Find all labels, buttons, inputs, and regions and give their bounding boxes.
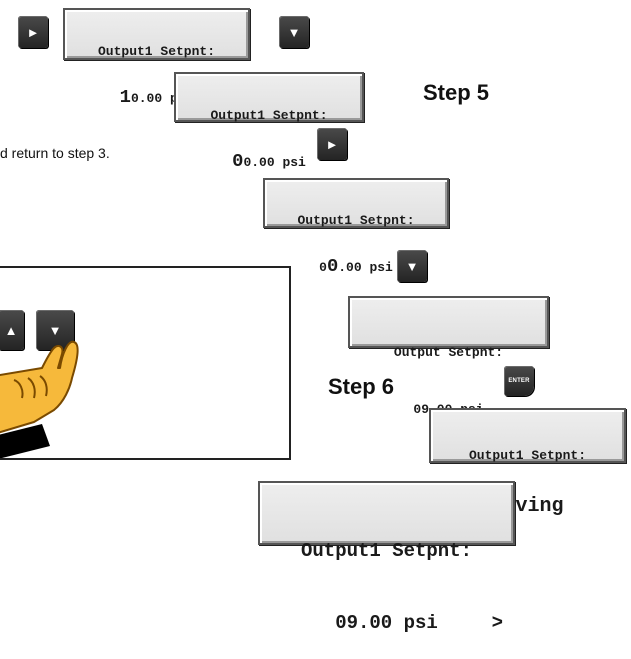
down-arrow-key[interactable]: ▼ <box>36 310 74 350</box>
display-title: Output1 Setpnt: <box>97 44 216 59</box>
instruction-text: d return to step 3. <box>0 145 110 161</box>
up-arrow-key[interactable]: ▲ <box>0 310 24 350</box>
cursor-digit: 1 <box>119 86 131 108</box>
value-rest: .00 psi <box>338 260 393 275</box>
display-value-row: 09.00 psi > <box>260 611 513 635</box>
display-title: Output1 Setpnt: <box>468 448 587 463</box>
display-value: 00.00 psi <box>265 255 447 277</box>
display-setpoint-edit-2: Output1 Setpnt: 00.00 psi <box>174 72 364 170</box>
step-5-label: Step 5 <box>423 80 490 105</box>
down-arrow-key[interactable]: ▼ <box>397 250 427 282</box>
down-arrow-icon: ▼ <box>405 258 419 274</box>
value-rest: 0.00 psi <box>243 155 306 170</box>
cursor-indicator: > <box>491 612 503 634</box>
display-title: Output1 Setpnt: <box>300 540 473 562</box>
keypad-illustration: ▲ ▼ <box>0 266 291 460</box>
down-arrow-icon: ▼ <box>48 322 62 338</box>
cursor-digit: 0 <box>232 150 244 172</box>
display-final-setpoint: Output1 Setpnt: 09.00 psi > <box>258 481 515 634</box>
pointing-hand-icon <box>0 340 79 458</box>
right-arrow-icon: ► <box>26 24 40 40</box>
enter-key[interactable]: ENTER <box>504 366 534 396</box>
display-setpoint-edit-3: Output1 Setpnt: 00.00 psi <box>263 178 449 275</box>
display-value: 09.00 psi <box>335 612 438 634</box>
display-title: Output1 Setpnt: <box>297 213 415 228</box>
down-arrow-icon: ▼ <box>287 24 301 40</box>
enter-key-label: ENTER <box>508 378 530 384</box>
display-value: 00.00 psi <box>176 150 362 172</box>
up-arrow-icon: ▲ <box>4 322 18 338</box>
value-pre: 0 <box>319 260 327 275</box>
step-6-label: Step 6 <box>328 374 395 399</box>
right-arrow-icon: ► <box>325 136 339 152</box>
display-title: Output Setpnt: <box>393 345 504 360</box>
display-setpoint-edit-1: Output1 Setpnt: 10.00 psi <box>63 8 250 106</box>
right-arrow-key[interactable]: ► <box>317 128 347 160</box>
down-arrow-key[interactable]: ▼ <box>279 16 309 48</box>
right-arrow-key[interactable]: ► <box>18 16 48 48</box>
display-setpoint-value: Output Setpnt: 09.00 psi <box>348 296 549 417</box>
cursor-digit: 0 <box>326 255 339 277</box>
display-title: Output1 Setpnt: <box>210 108 328 123</box>
display-saving: Output1 Setpnt: Saving <box>429 408 626 518</box>
